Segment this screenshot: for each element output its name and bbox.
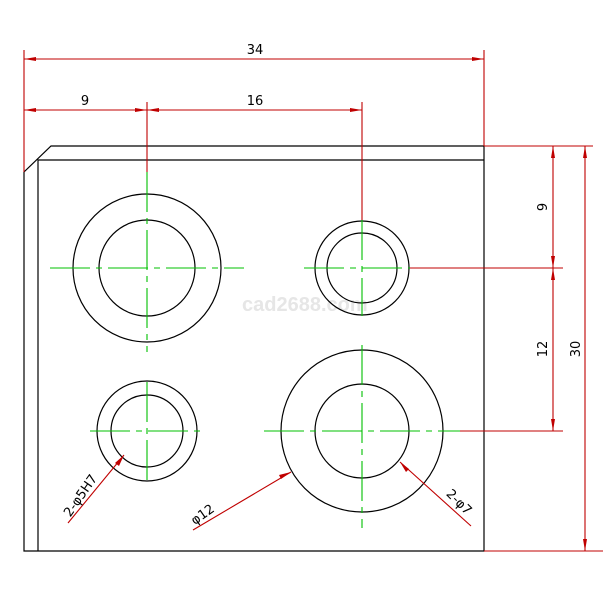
arrowheads xyxy=(24,57,587,551)
watermark: cad2688.com xyxy=(242,294,368,316)
dim-left-hole-x: 9 xyxy=(81,94,89,109)
part-outline xyxy=(23,145,485,552)
callout-through-hole: 2-φ7 xyxy=(443,487,475,519)
dim-overall-width: 34 xyxy=(247,43,264,58)
dim-hole-spacing-y: 12 xyxy=(536,341,551,358)
dim-top-hole-y: 9 xyxy=(536,203,551,211)
dim-hole-spacing-x: 16 xyxy=(247,94,264,109)
holes xyxy=(72,193,444,513)
dimension-lines xyxy=(23,50,603,552)
dim-overall-height: 30 xyxy=(569,341,584,358)
callout-small-hole: 2-φ5H7 xyxy=(61,472,101,520)
centerlines xyxy=(50,172,460,528)
